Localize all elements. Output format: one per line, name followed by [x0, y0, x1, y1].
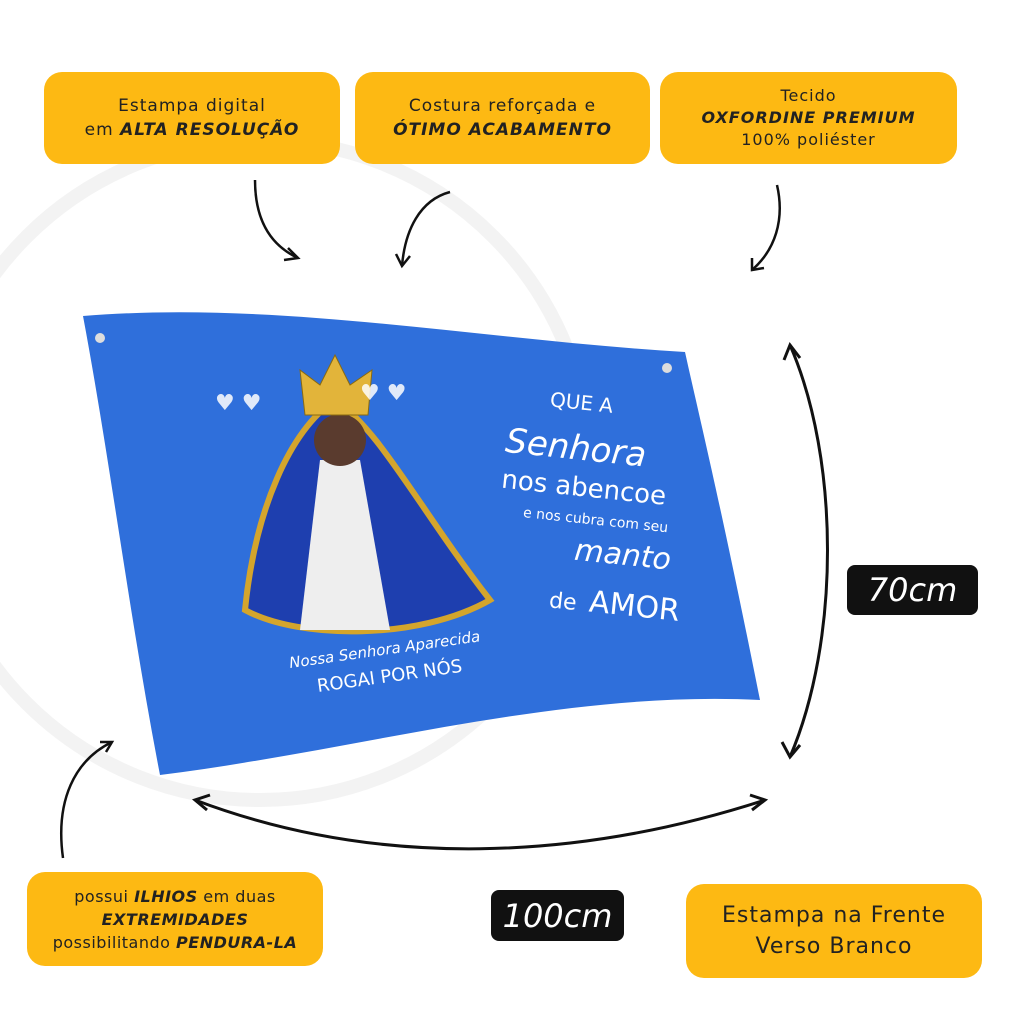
callout-text: Estampa digital: [118, 96, 266, 116]
callout-digital-print: Estampa digital em ALTA RESOLUÇÃO: [44, 72, 340, 164]
callout-emphasis: EXTREMIDADES: [101, 909, 249, 929]
virgin-figure: [241, 353, 495, 635]
hearts-decoration: ♥ ♥ ♥ ♥: [215, 381, 406, 416]
pointer-arrows: [60, 179, 781, 859]
dimension-arrows: [191, 341, 829, 851]
callout-emphasis: OXFORDINE PREMIUM: [701, 108, 916, 127]
flag-text-6: de: [548, 588, 578, 616]
callout-stitching: Costura reforçada e ÓTIMO ACABAMENTO: [355, 72, 650, 164]
height-label: 70cm: [847, 565, 978, 615]
callout-emphasis: ALTA RESOLUÇÃO: [120, 120, 300, 140]
svg-text:♥ ♥: ♥ ♥: [360, 381, 406, 406]
callout-text: Verso Branco: [755, 934, 913, 959]
callout-text: possui: [74, 886, 135, 906]
callout-text: possibilitando: [52, 932, 177, 952]
callout-eyelets: possui ILHIOS em duas EXTREMIDADES possi…: [27, 872, 323, 966]
callout-emphasis: ILHIOS: [134, 886, 198, 906]
callout-text: Tecido: [780, 86, 837, 105]
callout-text: 100% poliéster: [741, 130, 876, 149]
eyelet-icon: [95, 333, 105, 343]
callout-print-side: Estampa na Frente Verso Branco: [686, 884, 982, 978]
width-label: 100cm: [491, 890, 624, 941]
callout-text: Estampa na Frente: [721, 903, 946, 928]
callout-text: em duas: [197, 886, 276, 906]
callout-text: em: [84, 120, 121, 140]
callout-fabric: Tecido OXFORDINE PREMIUM 100% poliéster: [660, 72, 957, 164]
callout-emphasis: PENDURA-LA: [176, 932, 298, 952]
callout-emphasis: ÓTIMO ACABAMENTO: [393, 120, 612, 140]
callout-text: Costura reforçada e: [408, 96, 597, 116]
eyelet-icon: [662, 363, 672, 373]
svg-text:♥ ♥: ♥ ♥: [215, 391, 261, 416]
